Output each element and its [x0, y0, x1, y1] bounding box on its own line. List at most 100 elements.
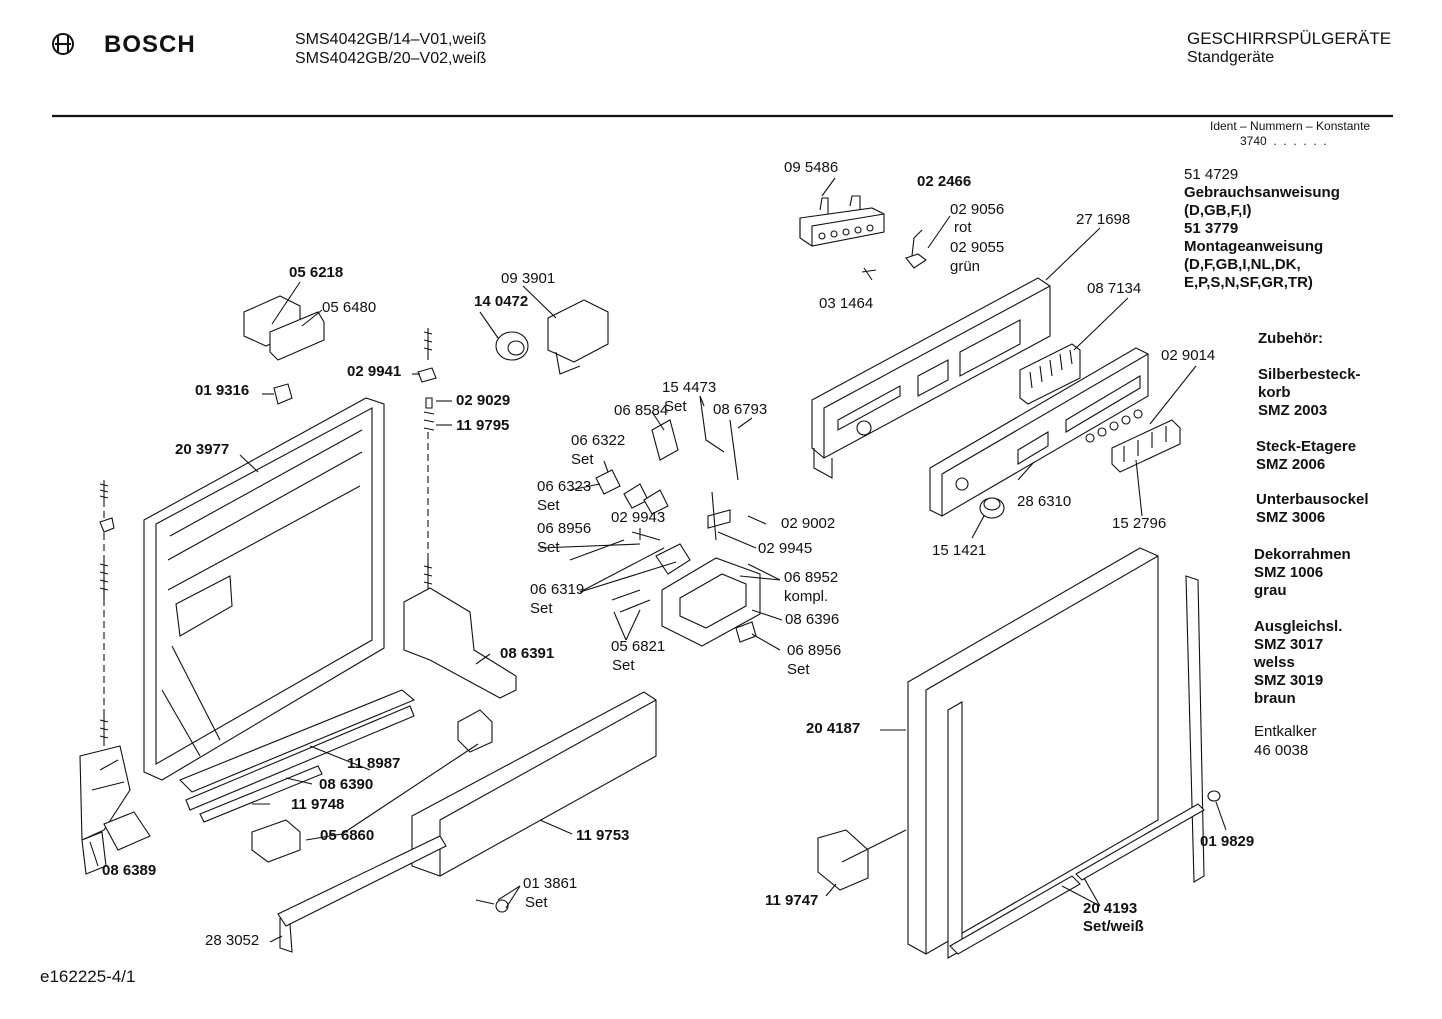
acc-c1: Unterbausockel	[1256, 491, 1369, 508]
acc-c2: SMZ 3006	[1256, 509, 1326, 526]
acc-b2: SMZ 2006	[1256, 456, 1326, 473]
lock-part	[244, 296, 324, 360]
block-upper	[458, 710, 492, 752]
part-label: Set	[571, 451, 594, 468]
trim-118987	[180, 690, 414, 792]
part-label: 11 9753	[576, 827, 630, 844]
part-label: 06 6322	[571, 432, 626, 449]
control-panel-front	[812, 278, 1050, 478]
leader-lines	[90, 178, 1226, 942]
bosch-logo-icon	[53, 34, 73, 54]
ident-value: 3740 . . . . . .	[1240, 134, 1327, 148]
part-label: 11 8987	[347, 755, 401, 772]
part-label: 11 9747	[765, 892, 819, 909]
acc-f1: Entkalker	[1254, 723, 1317, 740]
part-label: Set	[537, 497, 560, 514]
motor-part	[496, 300, 608, 374]
part-label: Set	[530, 600, 553, 617]
part-label: 27 1698	[1076, 211, 1131, 228]
part-label: 02 9055	[950, 239, 1005, 256]
doc-langs-2a: (D,F,GB,I,NL,DK,	[1184, 256, 1301, 273]
part-label: Set	[664, 398, 687, 415]
part-label: 08 6396	[785, 611, 840, 628]
knob-part	[980, 498, 1004, 518]
part-label: 02 9056	[950, 201, 1005, 218]
trim-086390	[186, 706, 414, 810]
acc-e5: braun	[1254, 690, 1296, 707]
part-label: Set	[787, 661, 810, 678]
side-trim-left	[948, 702, 962, 958]
switch-part	[906, 230, 926, 268]
part-label: 05 6218	[289, 264, 344, 281]
document-code: e162225-4/1	[40, 967, 136, 986]
acc-d2: SMZ 1006	[1254, 564, 1324, 581]
part-label: 02 9029	[456, 392, 511, 409]
part-label: 20 4187	[806, 720, 861, 737]
doc-number-2: 51 3779	[1184, 220, 1239, 237]
acc-e2: SMZ 3017	[1254, 636, 1324, 653]
part-label: 06 8584	[614, 402, 669, 419]
part-label: rot	[954, 219, 972, 236]
part-label: 05 6480	[322, 299, 377, 316]
trim-119748	[200, 766, 322, 822]
brand-name: BOSCH	[104, 31, 196, 58]
hinge-left	[80, 746, 150, 874]
part-label: 09 5486	[784, 159, 839, 176]
screw-019829	[1208, 791, 1220, 801]
model-line-1: SMS4042GB/14–V01,weiß	[295, 31, 487, 48]
part-label: Set/weiß	[1083, 918, 1144, 935]
control-unit-part	[800, 196, 884, 280]
part-label: 05 6821	[611, 638, 666, 655]
part-label: Set	[612, 657, 635, 674]
part-label: 05 6860	[320, 827, 375, 844]
bracket-086391	[404, 588, 516, 698]
acc-e1: Ausgleichsl.	[1254, 618, 1343, 635]
doc-title-1: Gebrauchsanweisung	[1184, 184, 1340, 201]
block-056860	[252, 820, 300, 862]
bottom-trim-204193	[950, 876, 1080, 954]
latch-assembly	[596, 396, 760, 646]
part-label: 20 4193	[1083, 900, 1138, 917]
part-label: 11 9795	[456, 417, 510, 434]
part-label: 15 2796	[1112, 515, 1167, 532]
part-label: Set	[537, 539, 560, 556]
part-label: 06 6323	[537, 478, 592, 495]
acc-d3: grau	[1254, 582, 1287, 599]
ident-label: Ident – Nummern – Konstante	[1210, 119, 1371, 133]
doc-title-2: Montageanweisung	[1184, 238, 1324, 255]
part-label: 03 1464	[819, 295, 874, 312]
acc-a1: Silberbesteck-	[1258, 366, 1361, 383]
part-label: 02 2466	[917, 173, 972, 190]
acc-a3: SMZ 2003	[1258, 402, 1328, 419]
acc-d1: Dekorrahmen	[1254, 546, 1351, 563]
part-label: 28 3052	[205, 932, 260, 949]
acc-e3: welss	[1254, 654, 1295, 671]
part-label: 08 7134	[1087, 280, 1142, 297]
part-label: 02 9014	[1161, 347, 1216, 364]
part-label: 28 6310	[1017, 493, 1072, 510]
acc-e4: SMZ 3019	[1254, 672, 1324, 689]
part-label: 06 8956	[537, 520, 592, 537]
doc-langs-1: (D,GB,F,I)	[1184, 202, 1252, 219]
button-block	[1020, 344, 1080, 404]
acc-f2: 46 0038	[1254, 742, 1309, 759]
part-label: 09 3901	[501, 270, 556, 287]
part-label: 06 6319	[530, 581, 585, 598]
front-fascia	[930, 348, 1148, 516]
part-label: 06 8956	[787, 642, 842, 659]
part-label: 20 3977	[175, 441, 230, 458]
part-label: grün	[950, 258, 981, 275]
part-label: 15 1421	[932, 542, 987, 559]
part-label: 08 6793	[713, 401, 768, 418]
inner-door	[144, 398, 384, 780]
bracket-119747	[818, 830, 868, 890]
part-label: 02 9002	[781, 515, 836, 532]
clip-019316	[274, 384, 292, 404]
accessories-title: Zubehör:	[1258, 330, 1323, 347]
part-label: 01 9829	[1200, 833, 1255, 850]
part-label: 02 9941	[347, 363, 402, 380]
part-label: 01 3861	[523, 875, 578, 892]
category-title: GESCHIRRSPÜLGERÄTE	[1187, 29, 1392, 48]
acc-b1: Steck-Etagere	[1256, 438, 1357, 455]
